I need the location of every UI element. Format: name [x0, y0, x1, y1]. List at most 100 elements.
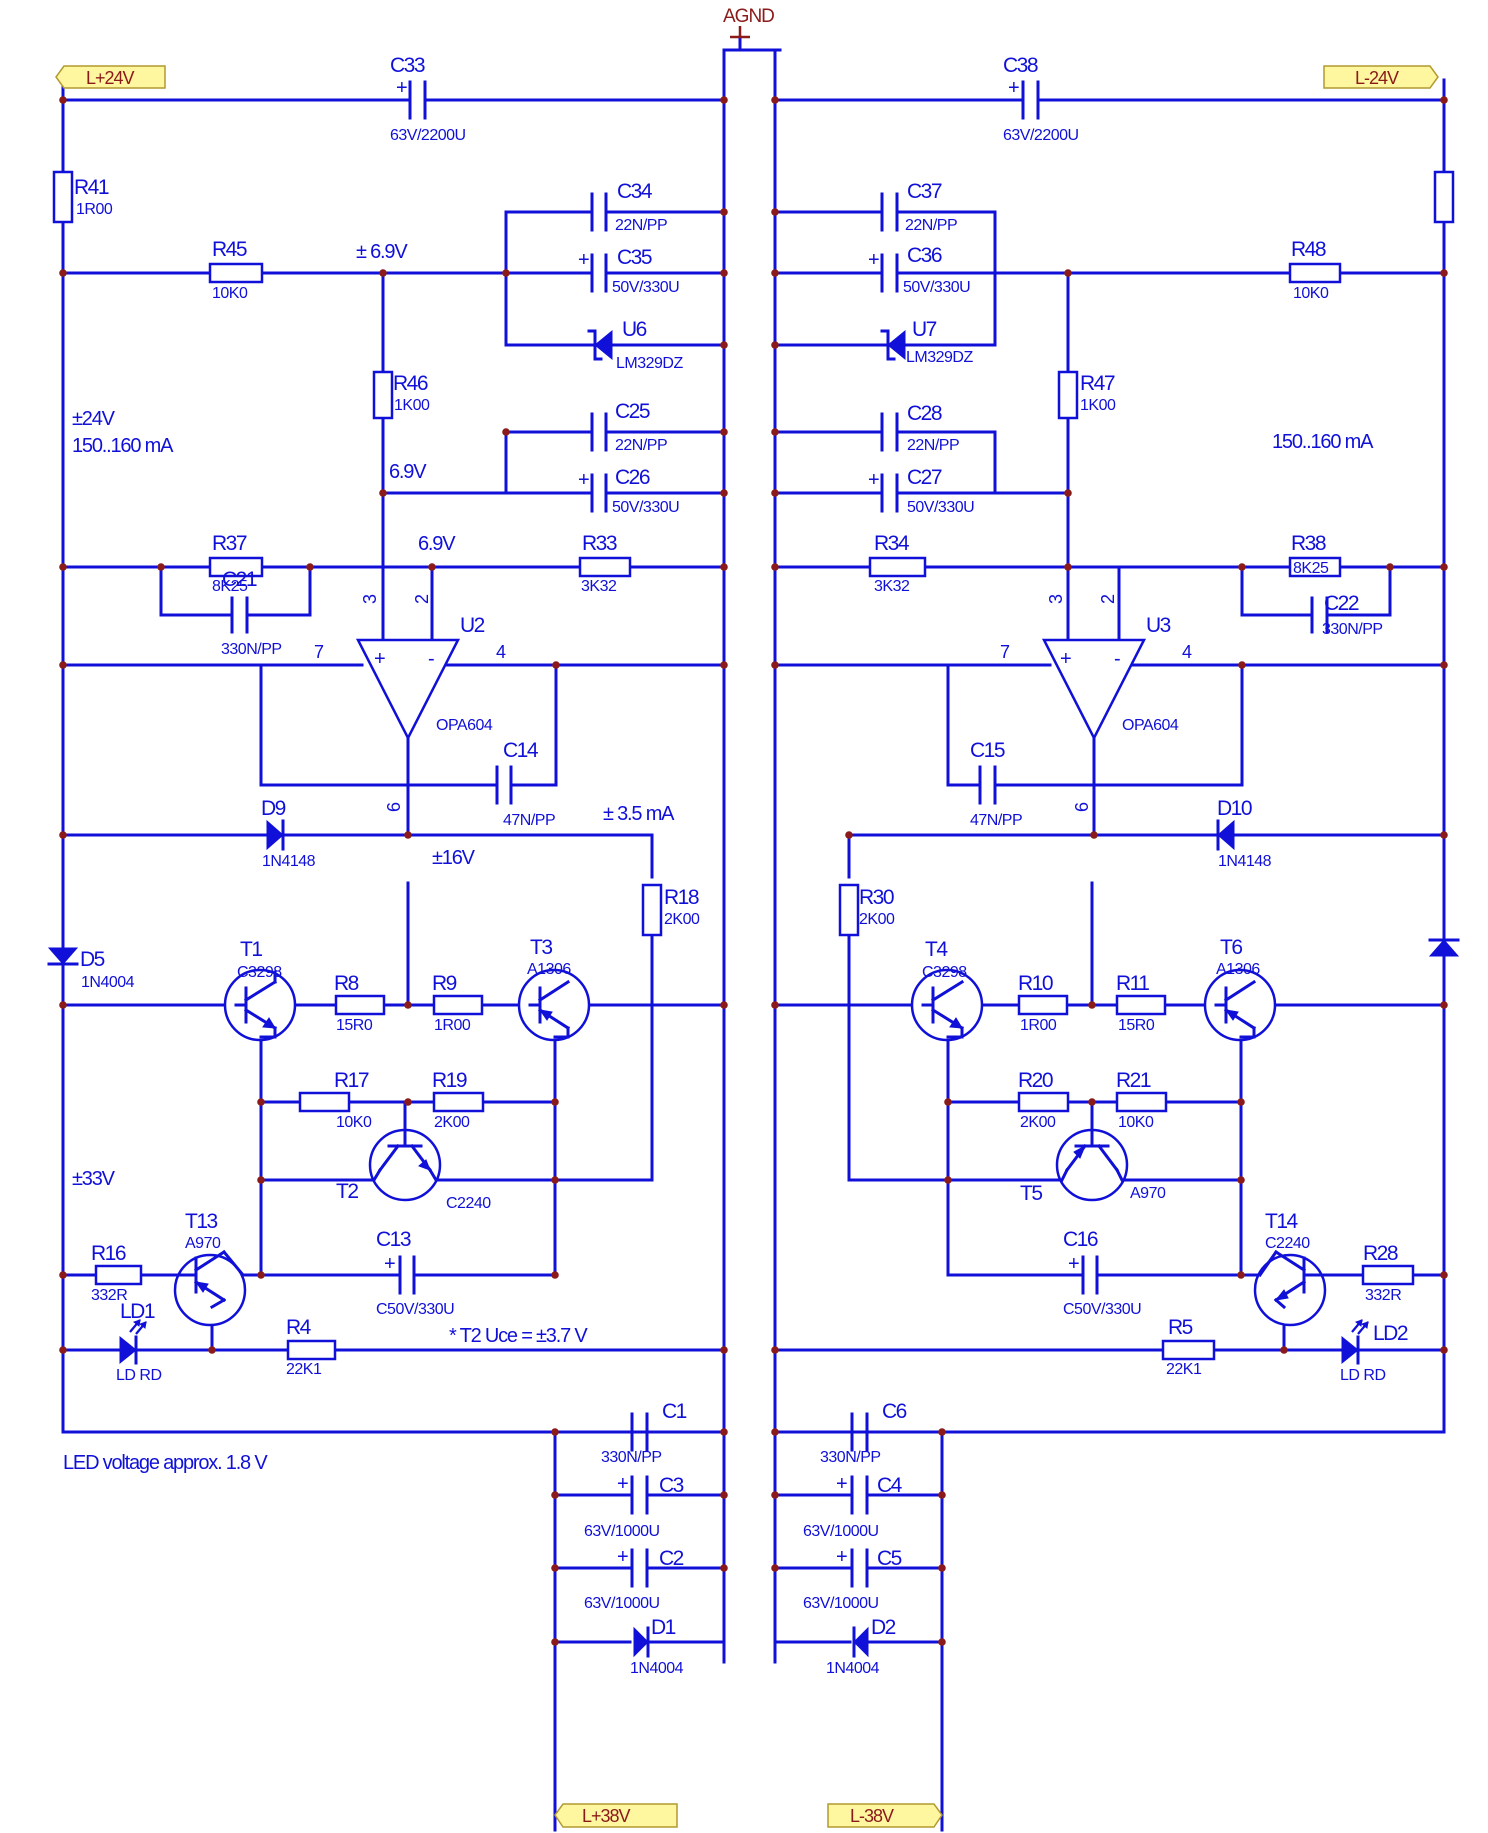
pin-6: 6 [384, 802, 404, 812]
value-label: 1R00 [1020, 1017, 1057, 1034]
junction-dot [208, 1346, 216, 1354]
resistor-r38: R38 8K25 [1288, 532, 1342, 578]
value-label: 332R [1365, 1287, 1401, 1304]
svg-text:+: + [868, 249, 879, 271]
junction-dot [720, 428, 728, 436]
junction-dot [59, 563, 67, 571]
pin-6: 6 [1072, 802, 1092, 812]
resistor-r45: R45 10K0 [208, 238, 264, 302]
junction-dot [720, 1564, 728, 1572]
note-pm16v: ±16V [432, 847, 476, 869]
value-label: LD RD [1340, 1367, 1386, 1384]
transistor-t3: T3 A1306 [517, 936, 591, 1042]
ref-label: R21 [1116, 1069, 1151, 1092]
junction-dot [257, 1176, 265, 1184]
junction-dot [551, 1564, 559, 1572]
agnd-label: AGND [723, 6, 774, 27]
value-label: 22N/PP [905, 217, 957, 234]
value-label: 330N/PP [601, 1449, 662, 1466]
junction-dot [59, 1346, 67, 1354]
ref-label: C37 [907, 180, 942, 203]
value-label: C3298 [237, 964, 282, 981]
noninv-sign: + [1060, 648, 1071, 670]
ref-label: C4 [877, 1474, 903, 1497]
note-69v-a: 6.9V [389, 461, 427, 483]
port-l-minus-38v: L-38V [827, 1803, 943, 1828]
value-label: 1K00 [1080, 397, 1116, 414]
resistor-r28: R28 332R [1361, 1242, 1415, 1304]
resistor-r47: R47 1K00 [1057, 370, 1116, 420]
note-t2-uce: * T2 Uce = ±3.7 V [449, 1325, 588, 1347]
note-pm35ma: ± 3.5 mA [603, 803, 675, 825]
svg-text:+: + [836, 1473, 847, 1495]
ref-label: C1 [662, 1400, 687, 1423]
pin-2: 2 [412, 594, 432, 604]
led-ld2: LD2 LD RD [1340, 1319, 1409, 1384]
ref-label: R18 [664, 886, 699, 909]
ref-label: U7 [912, 318, 937, 341]
opamp-u2: + - U2 OPA604 3 2 7 4 6 [314, 594, 506, 812]
ref-label: R5 [1168, 1316, 1193, 1339]
junction-dot [771, 208, 779, 216]
resistor-r9: R9 1R00 [432, 972, 484, 1034]
junction-dot [1088, 1001, 1096, 1009]
junction-dot [59, 661, 67, 669]
junction-dot [551, 1428, 559, 1436]
diode-d9: D9 1N4148 [261, 797, 316, 870]
resistor-r34: R34 3K32 [868, 532, 927, 595]
pin-7: 7 [314, 642, 324, 662]
ref-label: R45 [212, 238, 247, 261]
capacitor-c27: + C27 50V/330U [868, 466, 975, 516]
junction-dot [404, 1098, 412, 1106]
ref-label: LD1 [120, 1300, 155, 1323]
resistor-r48: R48 10K0 [1288, 238, 1342, 302]
value-label: 2K00 [664, 911, 700, 928]
ref-label: R38 [1291, 532, 1326, 555]
ref-label: C2 [659, 1547, 684, 1570]
junction-dot [720, 489, 728, 497]
ref-label: C21 [222, 568, 257, 591]
value-label: 50V/330U [903, 279, 970, 296]
junction-dot [551, 1098, 559, 1106]
ref-label: R9 [432, 972, 457, 995]
pin-7: 7 [1000, 642, 1010, 662]
value-label: 47N/PP [503, 812, 555, 829]
resistor-r8: R8 15R0 [334, 972, 386, 1034]
ref-label: R10 [1018, 972, 1053, 995]
ref-label: T2 [336, 1180, 358, 1203]
value-label: 8K25 [1293, 560, 1329, 577]
value-label: LM329DZ [906, 349, 973, 366]
resistor-r33: R33 3K32 [578, 532, 632, 595]
ref-label: C38 [1003, 54, 1038, 77]
svg-text:+: + [578, 469, 589, 491]
value-label: C50V/330U [376, 1301, 454, 1318]
value-label: 10K0 [336, 1114, 372, 1131]
junction-dot [771, 269, 779, 277]
diode-right-rail [1428, 938, 1460, 957]
ref-label: C22 [1324, 592, 1359, 615]
svg-text:+: + [578, 249, 589, 271]
junction-dot [1064, 489, 1072, 497]
pin-4: 4 [1182, 642, 1192, 662]
note-pm33v: ±33V [72, 1168, 116, 1190]
junction-dot [720, 1001, 728, 1009]
ref-label: C27 [907, 466, 942, 489]
ref-label: R11 [1116, 972, 1149, 995]
junction-dot [771, 96, 779, 104]
port-label: L+24V [86, 68, 135, 88]
junction-dot [551, 1176, 559, 1184]
value-label: 1N4148 [262, 853, 316, 870]
junction-dot [771, 1491, 779, 1499]
junction-dot [1238, 661, 1246, 669]
ref-label: T1 [240, 938, 262, 961]
inv-sign: - [1114, 648, 1120, 670]
junction-dot [1064, 269, 1072, 277]
ref-label: C16 [1063, 1228, 1098, 1251]
junction-dot [771, 661, 779, 669]
ref-label: T4 [925, 938, 948, 961]
value-label: 22N/PP [615, 437, 667, 454]
capacitor-c3: + C3 63V/1000U [584, 1473, 685, 1540]
ref-label: R17 [334, 1069, 369, 1092]
value-label: C3298 [922, 964, 967, 981]
ref-label: R20 [1018, 1069, 1053, 1092]
